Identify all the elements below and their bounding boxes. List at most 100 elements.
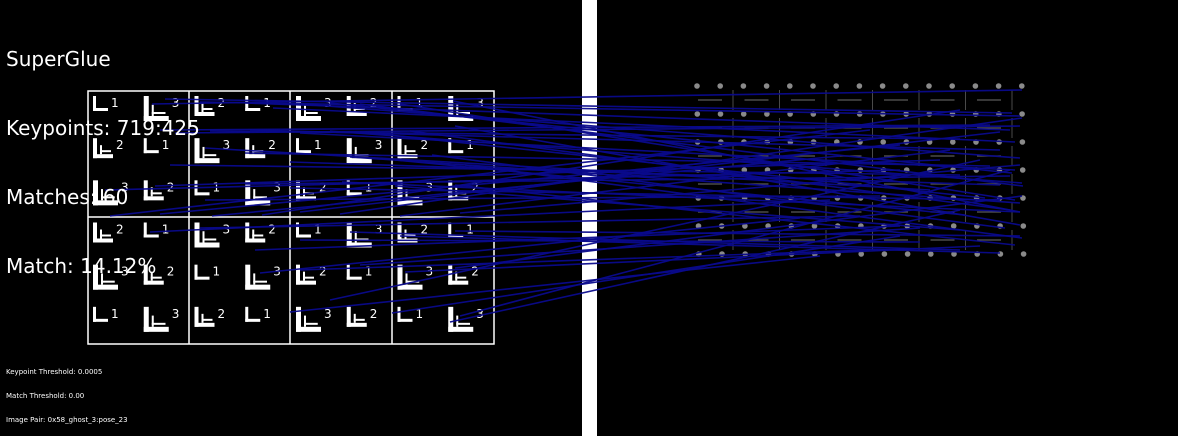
marker-vertical-bar <box>93 96 96 111</box>
fiducial-marker: 1 <box>448 138 474 154</box>
marker-horizontal-bar <box>245 284 271 290</box>
marker-horizontal-bar <box>296 196 316 201</box>
marker-inner-bar <box>405 273 408 285</box>
marker-digit: 2 <box>471 265 479 279</box>
stats-overlay: SuperGlue Keypoints: 719:425 Matches: 60… <box>6 2 200 301</box>
marker-inner-bar <box>151 112 166 114</box>
marker-inner-bar <box>404 150 416 153</box>
marker-horizontal-bar <box>296 150 311 154</box>
marker-digit: 3 <box>476 96 484 110</box>
marker-horizontal-bar <box>448 234 464 238</box>
marker-vertical-bar <box>448 138 452 154</box>
fiducial-marker: 1 <box>296 138 322 154</box>
marker-digit: 3 <box>223 138 231 152</box>
right-image-area <box>597 0 1178 436</box>
marker-horizontal-bar <box>194 242 220 248</box>
marker-vertical-bar <box>296 138 299 154</box>
match-line <box>349 231 961 251</box>
fiducial-marker: 1 <box>245 306 271 322</box>
keypoint-dot <box>881 251 888 257</box>
fiducial-marker: 3 <box>93 264 129 290</box>
match-line <box>289 255 821 313</box>
marker-inner-bar <box>201 103 204 112</box>
match-line <box>199 215 861 229</box>
fiducial-marker: 2 <box>346 306 377 327</box>
marker-inner-bar <box>252 145 255 155</box>
keypoint-dot <box>903 83 909 89</box>
marker-horizontal-bar <box>194 276 210 280</box>
marker-horizontal-bar <box>296 280 316 285</box>
fiducial-marker: 2 <box>93 138 124 159</box>
match-line <box>399 103 1016 201</box>
keypoint-dot <box>951 251 957 257</box>
marker-digit: 2 <box>167 265 175 279</box>
marker-digit: 3 <box>476 307 484 321</box>
marker-horizontal-bar <box>245 108 261 111</box>
fiducial-marker: 3 <box>245 180 281 206</box>
keypoint-dot <box>1019 83 1025 89</box>
keypoint-dot <box>694 111 701 117</box>
match-line <box>339 117 1023 215</box>
marker-digit: 1 <box>263 307 271 321</box>
marker-horizontal-bar <box>296 234 311 238</box>
marker-vertical-bar <box>93 180 98 206</box>
keypoint-dot <box>879 83 886 89</box>
match-line <box>459 169 1011 317</box>
match-line <box>259 217 801 274</box>
marker-vertical-bar <box>397 306 401 322</box>
fiducial-marker: 1 <box>448 222 474 238</box>
marker-vertical-bar <box>143 306 149 332</box>
fiducial-marker: 1 <box>143 138 169 154</box>
keypoint-dot <box>904 251 911 257</box>
match-line <box>299 131 1001 213</box>
marker-digit: 3 <box>324 307 332 321</box>
match-line <box>104 169 901 191</box>
marker-horizontal-bar <box>448 116 474 121</box>
marker-vertical-bar <box>448 222 452 238</box>
match-line <box>289 187 1001 201</box>
app-title: SuperGlue <box>6 47 111 71</box>
marker-inner-bar <box>150 271 153 281</box>
match-line <box>449 209 961 323</box>
marker-inner-bar <box>101 273 103 285</box>
marker-vertical-bar <box>194 306 199 327</box>
marker-horizontal-bar <box>93 238 113 243</box>
marker-inner-bar <box>455 276 467 279</box>
marker-horizontal-bar <box>143 280 164 285</box>
marker-inner-bar <box>100 145 102 155</box>
marker-vertical-bar <box>397 180 403 206</box>
marker-horizontal-bar <box>346 242 372 248</box>
match-line <box>164 98 1013 114</box>
marker-digit: 3 <box>273 180 281 194</box>
marker-horizontal-bar <box>397 318 413 322</box>
fiducial-marker: 2 <box>296 264 327 285</box>
marker-vertical-bar <box>194 222 200 248</box>
marker-digit: 1 <box>314 138 322 152</box>
marker-digit: 1 <box>111 96 119 110</box>
marker-inner-bar <box>201 108 213 110</box>
fiducial-marker: 3 <box>93 180 129 206</box>
marker-vertical-bar <box>143 222 147 238</box>
marker-vertical-bar <box>143 264 148 285</box>
fiducial-marker: 1 <box>346 264 372 280</box>
match-line <box>159 144 901 215</box>
fiducial-marker: 1 <box>93 96 119 111</box>
marker-vertical-bar <box>245 306 249 322</box>
match-line <box>299 249 871 271</box>
marker-digit: 3 <box>375 138 383 152</box>
keypoint-dot <box>742 223 748 229</box>
marker-inner-bar <box>304 315 306 327</box>
marker-inner-bar <box>201 318 213 321</box>
keypoint-dot <box>950 139 956 145</box>
marker-inner-bar <box>456 112 470 114</box>
keypoint-dot <box>833 83 839 89</box>
marker-horizontal-bar <box>93 108 108 111</box>
marker-digit: 3 <box>121 265 129 279</box>
marker-vertical-bar <box>448 306 454 332</box>
fiducial-marker: 2 <box>143 180 174 201</box>
marker-horizontal-bar <box>397 284 423 290</box>
marker-horizontal-bar <box>143 116 169 121</box>
marker-inner-bar <box>405 189 408 201</box>
fiducial-marker: 1 <box>194 264 220 280</box>
